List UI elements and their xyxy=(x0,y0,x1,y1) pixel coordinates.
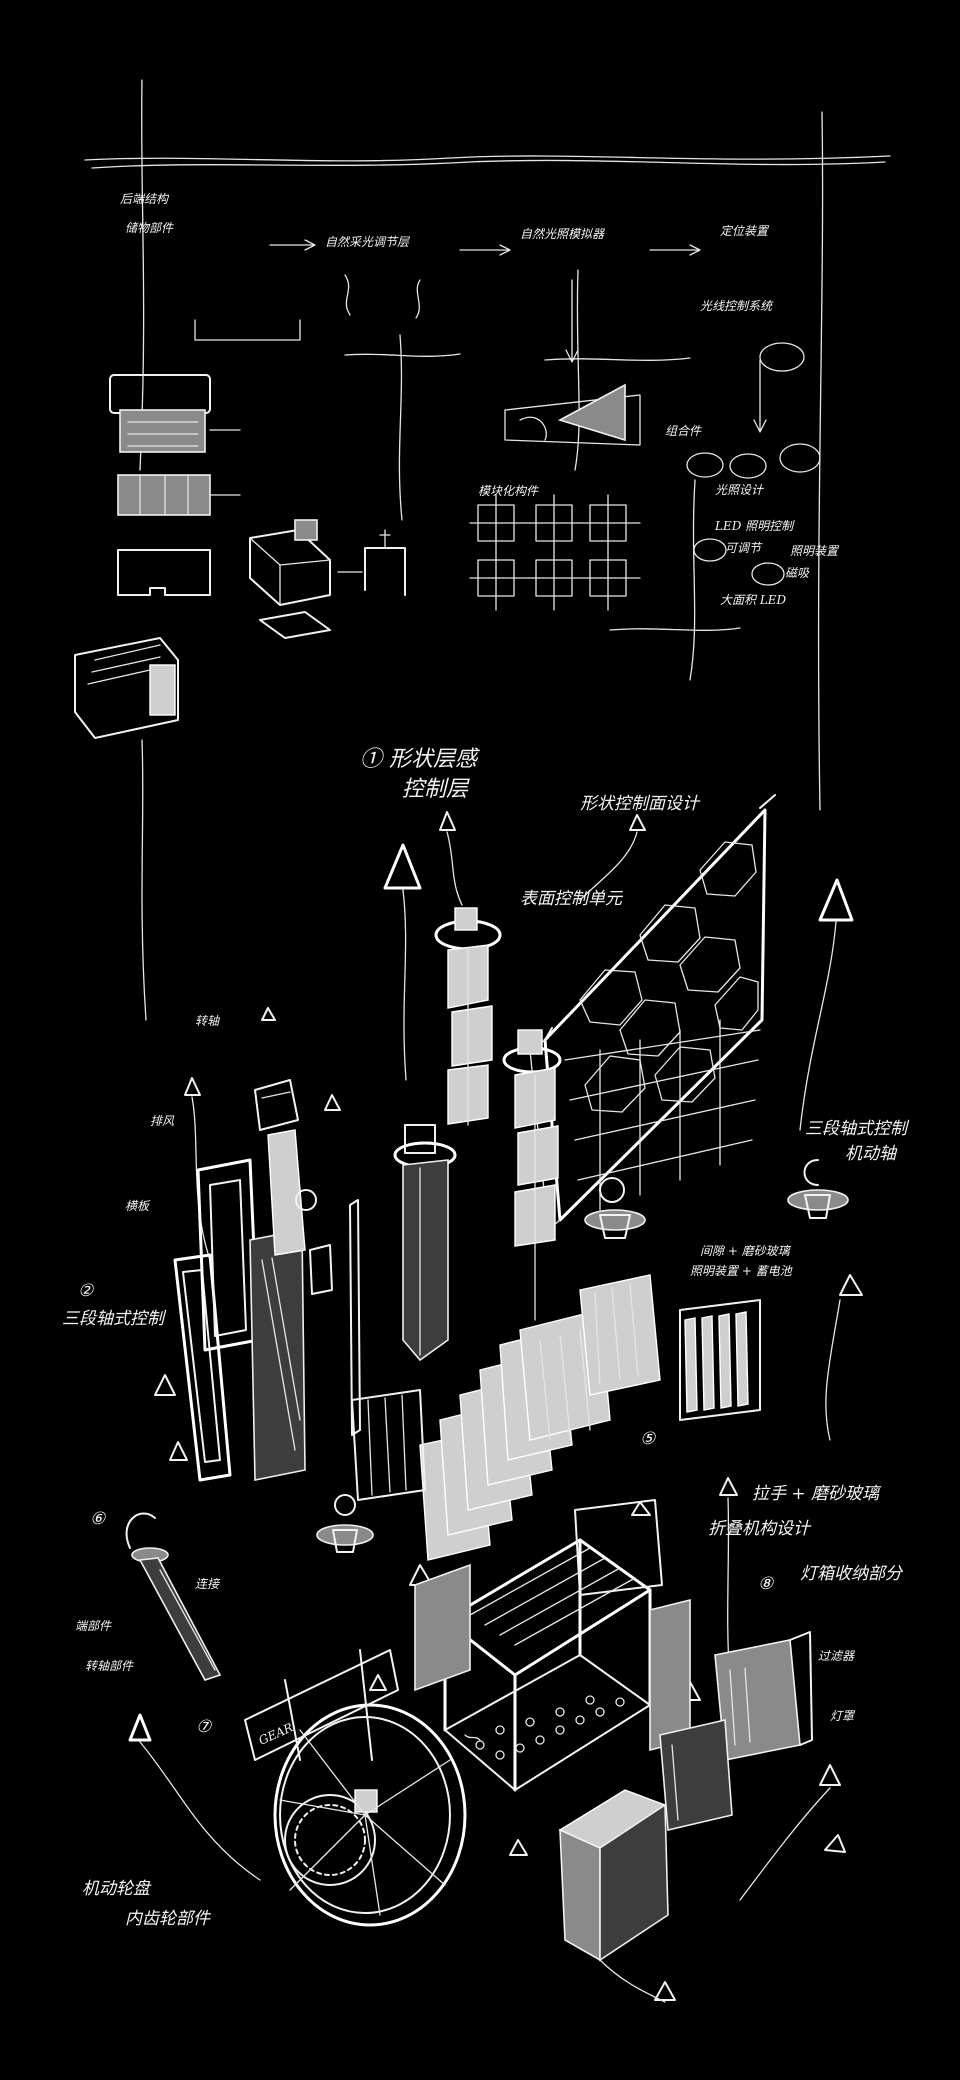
top-label-3: 自然采光调节层 xyxy=(325,235,410,249)
hex-note: 表面控制单元 xyxy=(520,889,622,909)
rod-note-1: 端部件 xyxy=(75,1619,112,1633)
number-7: ⑦ xyxy=(196,1717,212,1737)
gear-note: 三段轴式控制 xyxy=(805,1119,907,1139)
screen-note-1: 间隙 + 磨砂玻璃 xyxy=(700,1244,790,1258)
layer-title: ① 形状层感 xyxy=(360,747,477,772)
arrowheads xyxy=(128,811,863,2001)
cube-number: ⑧ xyxy=(758,1574,774,1594)
stacked-panels xyxy=(419,1274,661,1561)
hex-screen-label: 形状控制面设计 xyxy=(580,794,699,814)
left-title: 三段轴式控制 xyxy=(62,1309,164,1329)
number-5: ⑤ xyxy=(640,1429,656,1449)
top-label-6: 光线控制系统 xyxy=(700,299,773,313)
top-label-1: 后端结构 xyxy=(120,192,169,206)
screen-note-2: 照明装置 + 蓄电池 xyxy=(690,1264,792,1278)
rod-note-2: 转轴部件 xyxy=(85,1659,134,1673)
cube-bottom xyxy=(558,1789,669,1962)
top-label-13: 大面积 LED xyxy=(720,593,787,607)
grid-modules xyxy=(469,383,641,611)
layer-title-2: 控制层 xyxy=(402,777,469,802)
hex-screen xyxy=(529,794,776,1231)
frame-sketches xyxy=(249,519,406,639)
left-assembly xyxy=(173,1079,361,1482)
lamp-right-screen xyxy=(584,1177,646,1239)
left-side-3: 转轴 xyxy=(195,1014,220,1028)
left-side-2: 横板 xyxy=(125,1199,150,1213)
lamp-far-right xyxy=(787,1159,849,1219)
drawer-sketches xyxy=(74,374,241,1021)
grid-label: 模块化构件 xyxy=(478,484,539,498)
top-label-11: 磁吸 xyxy=(785,566,810,580)
frame-note-2: 折叠机构设计 xyxy=(708,1519,810,1539)
radiator-panel xyxy=(679,1299,761,1421)
top-label-5: 定位装置 xyxy=(720,224,769,238)
top-label-4: 自然光照模拟器 xyxy=(520,227,605,241)
cube-open xyxy=(659,1719,733,1831)
top-label-12: 照明装置 xyxy=(790,544,839,558)
flow-arrows xyxy=(194,239,767,433)
top-label-7: 组合件 xyxy=(665,424,702,438)
cube-note: 灯箱收纳部分 xyxy=(800,1564,902,1584)
top-frame xyxy=(84,79,891,811)
wheel-note-2: 内齿轮部件 xyxy=(125,1909,210,1929)
cube-note-2: 过滤器 xyxy=(818,1649,855,1663)
stacked-column xyxy=(434,907,502,1126)
leader-lines xyxy=(139,831,841,2003)
top-label-2: 储物部件 xyxy=(125,221,174,235)
frame-note-1: 拉手 + 磨砂玻璃 xyxy=(752,1484,880,1504)
top-label-9: LED 照明控制 xyxy=(715,519,794,533)
stacked-column-2 xyxy=(502,1029,562,1321)
top-label-10: 可调节 xyxy=(725,541,762,555)
right-circles xyxy=(686,342,821,586)
slatted-frame xyxy=(351,1389,426,1501)
tall-cylinder xyxy=(393,1124,457,1362)
rod-note-3: 连接 xyxy=(195,1577,220,1591)
number-6: ⑥ xyxy=(90,1509,106,1529)
gear-note-2: 机动轴 xyxy=(845,1144,896,1164)
left-side-1: 排风 xyxy=(150,1114,175,1128)
cube-note-3: 灯罩 xyxy=(830,1709,855,1723)
rod-hook xyxy=(125,1512,222,1681)
cube-right xyxy=(714,1631,813,1761)
slatted-cage xyxy=(414,1499,691,1792)
gear-wheel xyxy=(244,1649,467,1927)
lamp-center-low xyxy=(316,1494,374,1553)
left-number: ② xyxy=(78,1281,94,1301)
top-label-8: 光照设计 xyxy=(715,483,764,497)
wheel-note-1: 机动轮盘 xyxy=(82,1879,150,1899)
